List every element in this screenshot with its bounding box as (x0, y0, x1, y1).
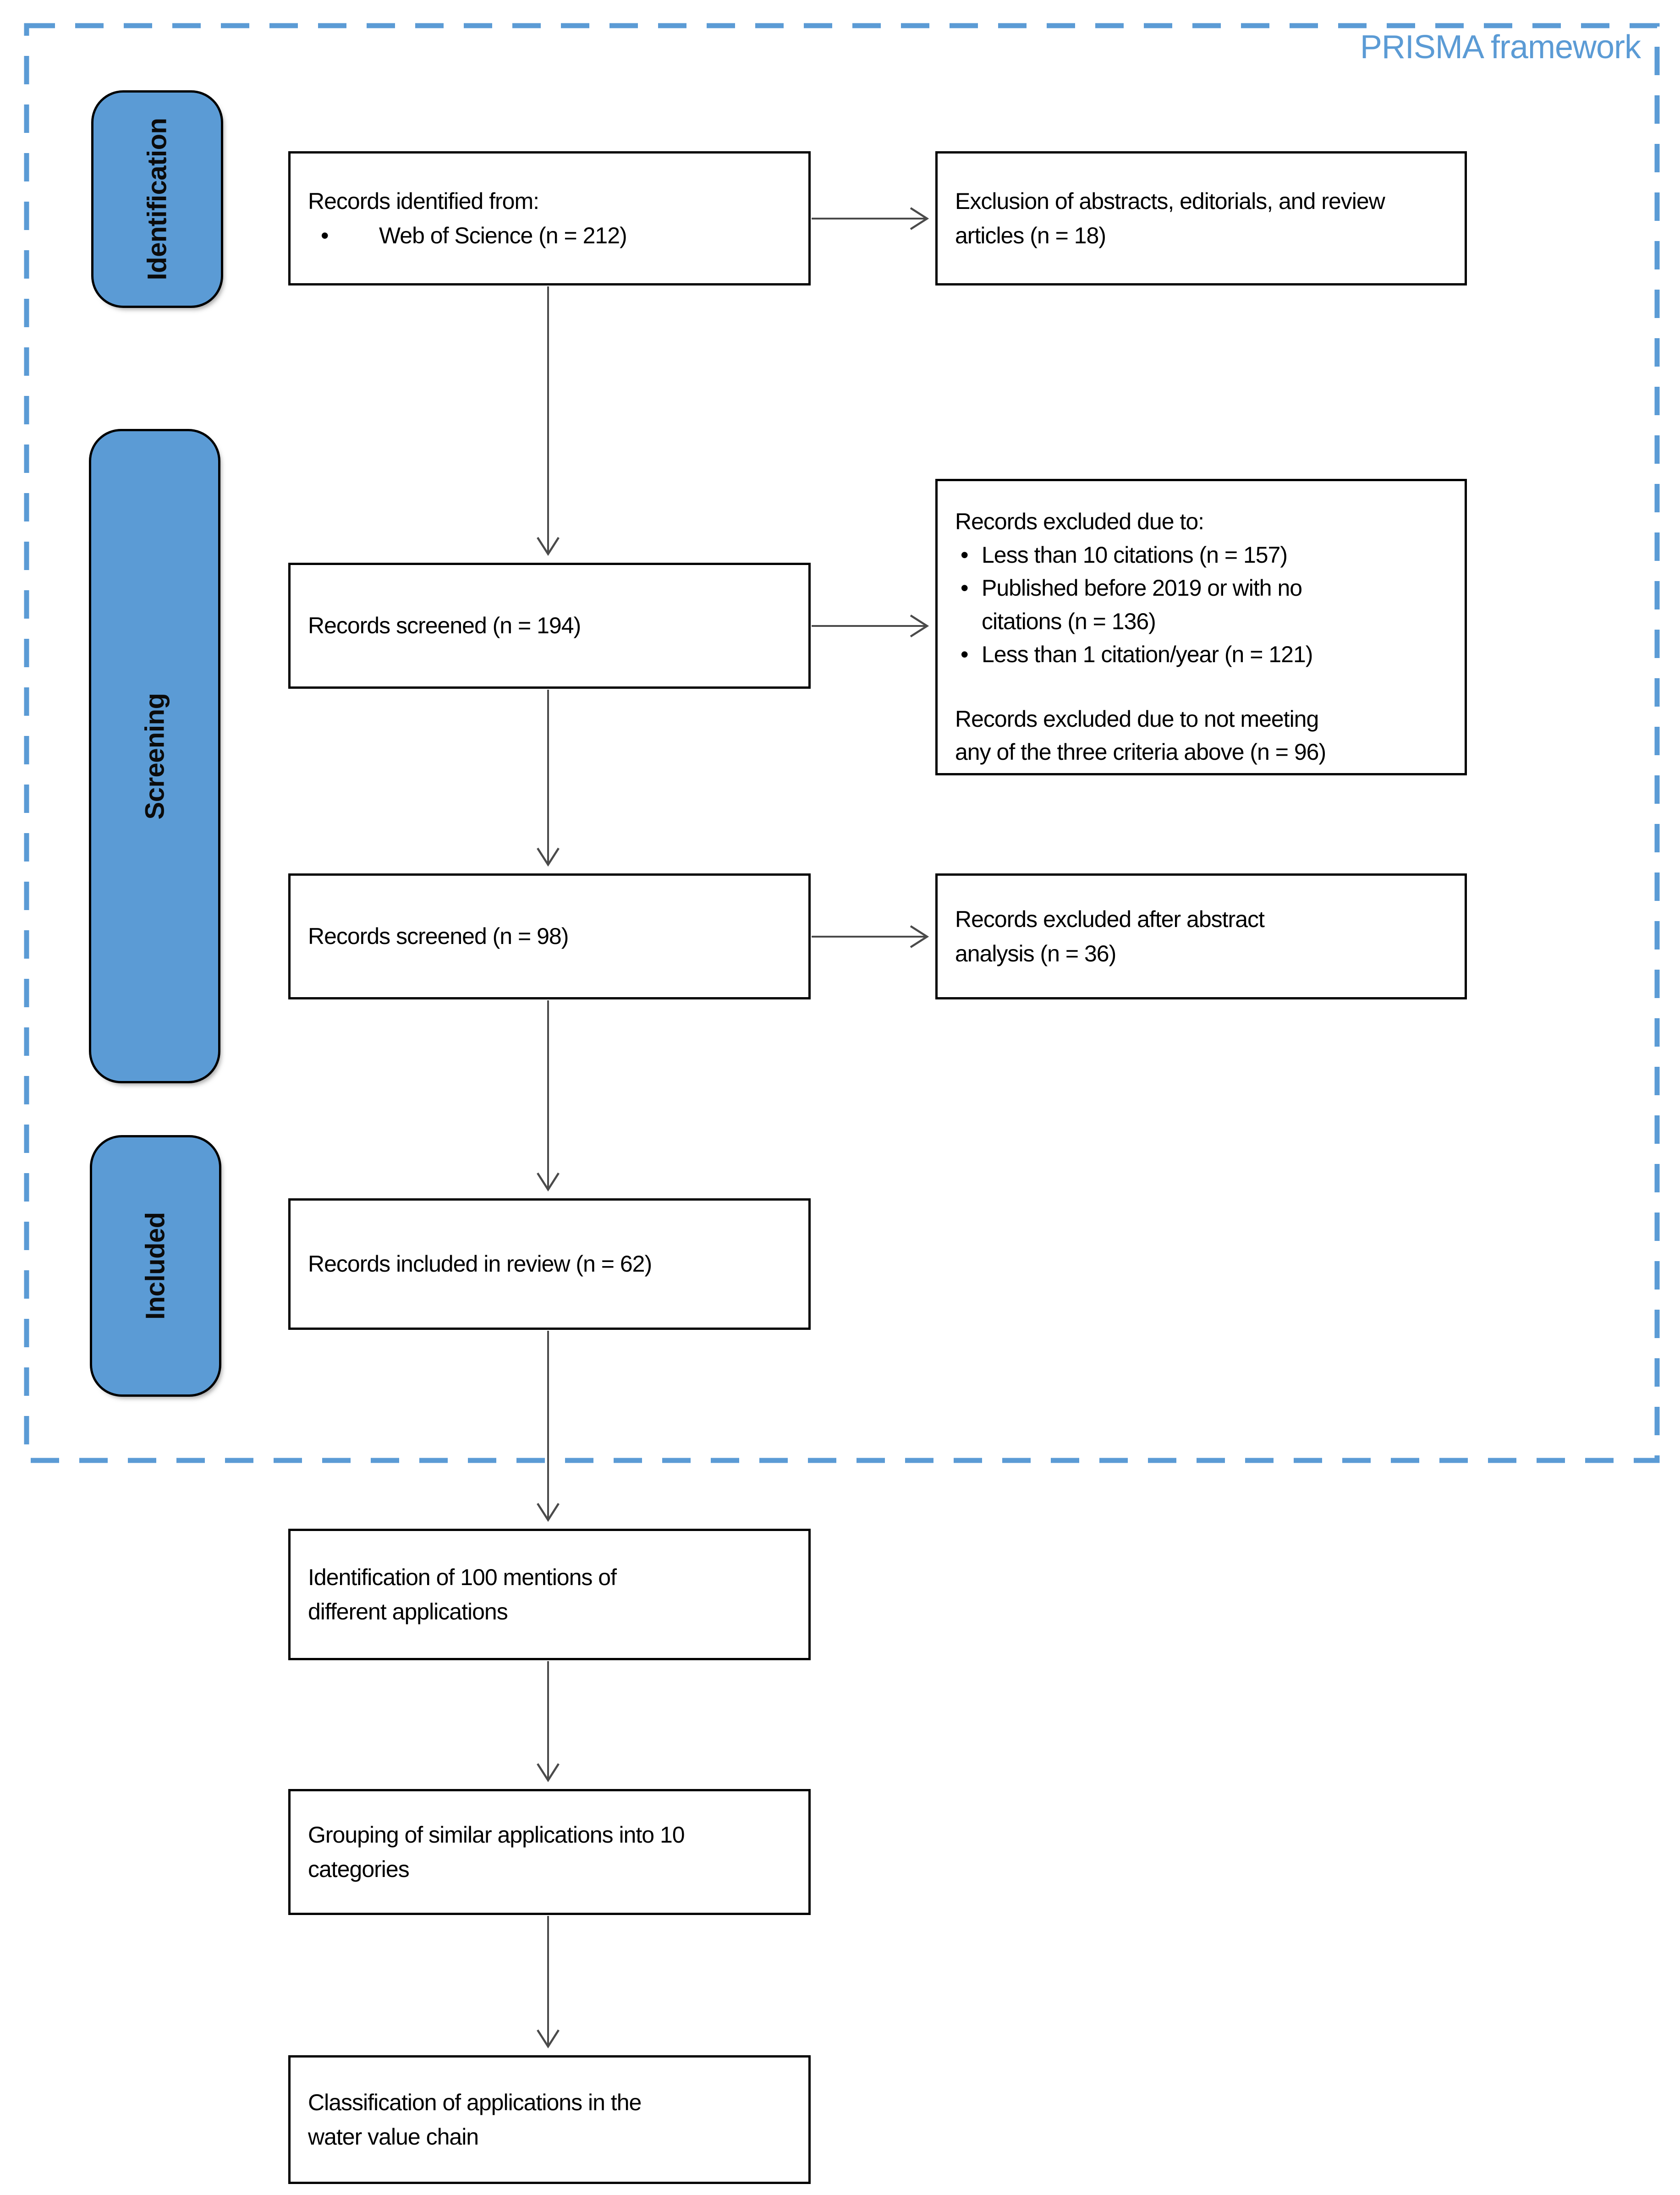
stage-pill-identification: Identification (91, 90, 223, 308)
criteria-footer-line1: Records excluded due to not meeting (955, 706, 1319, 732)
excluded-criteria-title: Records excluded due to: (955, 509, 1204, 534)
bullet-icon: • (961, 642, 969, 667)
box-exclusion-articles: Exclusion of abstracts, editorials, and … (935, 151, 1467, 285)
bullet-icon: • (321, 222, 329, 248)
criteria-bullet-1: Less than 10 citations (n = 157) (982, 542, 1288, 568)
identification-mentions-line2: different applications (308, 1598, 508, 1624)
exclusion-articles-line2: articles (n = 18) (955, 222, 1106, 248)
box-records-excluded-criteria: Records excluded due to: • Less than 10 … (935, 479, 1467, 775)
box-identification-mentions: Identification of 100 mentions of differ… (288, 1529, 811, 1660)
excluded-abstract-line2: analysis (n = 36) (955, 940, 1116, 966)
grouping-categories-line2: categories (308, 1856, 410, 1882)
records-screened-194-text: Records screened (n = 194) (308, 613, 581, 638)
excluded-abstract-line1: Records excluded after abstract (955, 906, 1265, 932)
prisma-framework-label: PRISMA framework (1360, 29, 1641, 66)
exclusion-articles-line1: Exclusion of abstracts, editorials, and … (955, 188, 1385, 214)
criteria-bullet-2-line1: Published before 2019 or with no (982, 575, 1302, 601)
records-included-review-text: Records included in review (n = 62) (308, 1251, 652, 1277)
box-records-screened-98: Records screened (n = 98) (288, 873, 811, 999)
bullet-icon: • (961, 575, 969, 601)
box-records-excluded-abstract: Records excluded after abstract analysis… (935, 873, 1467, 999)
records-screened-98-text: Records screened (n = 98) (308, 923, 569, 949)
criteria-bullet-3: Less than 1 citation/year (n = 121) (982, 642, 1313, 667)
stage-pill-screening: Screening (89, 429, 220, 1083)
grouping-categories-line1: Grouping of similar applications into 10 (308, 1822, 685, 1848)
records-identified-title: Records identified from: (308, 188, 539, 214)
classification-chain-line1: Classification of applications in the (308, 2089, 642, 2115)
bullet-icon: • (961, 542, 969, 568)
stage-pill-included: Included (90, 1135, 221, 1397)
stage-label-screening: Screening (140, 693, 170, 819)
identification-mentions-line1: Identification of 100 mentions of (308, 1564, 617, 1590)
box-classification-water-chain: Classification of applications in the wa… (288, 2055, 811, 2184)
stage-label-identification: Identification (142, 118, 172, 280)
criteria-bullet-2-line2: citations (n = 136) (982, 608, 1156, 634)
box-records-identified: Records identified from: • Web of Scienc… (288, 151, 811, 285)
box-grouping-categories: Grouping of similar applications into 10… (288, 1789, 811, 1915)
criteria-footer-line2: any of the three criteria above (n = 96) (955, 739, 1326, 765)
records-identified-source: Web of Science (n = 212) (379, 222, 627, 248)
stage-label-included: Included (141, 1212, 170, 1320)
box-records-screened-194: Records screened (n = 194) (288, 563, 811, 689)
box-records-included-review: Records included in review (n = 62) (288, 1198, 811, 1330)
classification-chain-line2: water value chain (308, 2124, 479, 2150)
